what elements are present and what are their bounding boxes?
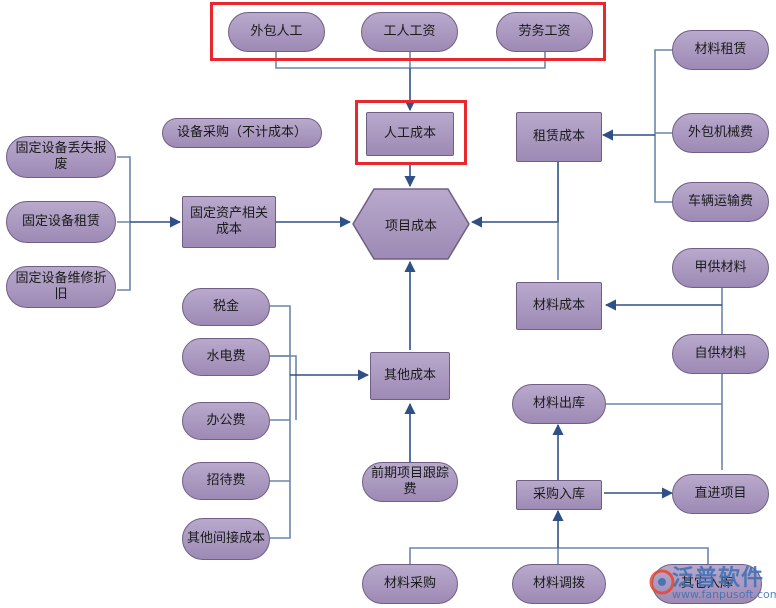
equipment-purchase-note: 设备采购（不计成本） [162, 118, 322, 148]
edge-purchase-group [409, 547, 709, 565]
client-supplied-material-node[interactable]: 甲供材料 [672, 248, 769, 288]
other-cost-node[interactable]: 其他成本 [370, 352, 450, 400]
logo-icon [649, 569, 675, 595]
logo-url: www.fanpusoft.com [672, 588, 776, 601]
material-purchase-node[interactable]: 材料采购 [362, 564, 458, 604]
outsourced-labor-node[interactable]: 外包人工 [228, 12, 325, 52]
rental-cost-node[interactable]: 租赁成本 [516, 112, 602, 162]
material-outbound-node[interactable]: 材料出库 [512, 384, 606, 424]
project-cost-node[interactable]: 项目成本 [352, 188, 470, 260]
direct-to-project-node[interactable]: 直进项目 [672, 474, 769, 514]
edge-rental-group [654, 49, 672, 203]
edge-other-group [270, 305, 291, 539]
self-supplied-material-node[interactable]: 自供材料 [672, 334, 769, 374]
utilities-node[interactable]: 水电费 [182, 338, 270, 376]
pre-project-tracking-node[interactable]: 前期项目跟踪费 [362, 462, 458, 502]
other-indirect-cost-node[interactable]: 其他间接成本 [182, 518, 270, 560]
labor-service-wages-node[interactable]: 劳务工资 [496, 12, 593, 52]
office-expense-node[interactable]: 办公费 [182, 402, 270, 440]
edge-fixed-group [117, 156, 131, 291]
tax-node[interactable]: 税金 [182, 288, 270, 326]
fixed-equipment-rental-node[interactable]: 固定设备租赁 [6, 201, 116, 243]
fixed-equipment-repair-node[interactable]: 固定设备维修折旧 [6, 266, 116, 308]
material-rental-node[interactable]: 材料租赁 [672, 30, 769, 70]
fixed-equipment-loss-node[interactable]: 固定设备丢失报废 [6, 136, 116, 178]
vehicle-transport-node[interactable]: 车辆运输费 [672, 182, 769, 222]
logo-name: 泛普软件 [672, 565, 765, 591]
labor-cost-highlight [355, 100, 467, 165]
labor-cost-node[interactable]: 人工成本 [366, 112, 454, 156]
worker-wages-node[interactable]: 工人工资 [361, 12, 458, 52]
fixed-asset-cost-node[interactable]: 固定资产相关成本 [182, 196, 276, 248]
purchase-inbound-node[interactable]: 采购入库 [516, 480, 602, 510]
entertainment-node[interactable]: 招待费 [182, 462, 270, 500]
edge-rental-to-project [470, 162, 559, 228]
material-transfer-node[interactable]: 材料调拨 [512, 564, 606, 604]
edge-other-bracket2 [270, 355, 297, 420]
material-cost-node[interactable]: 材料成本 [516, 282, 602, 330]
hexagon-shape [352, 188, 470, 260]
outsourced-machinery-node[interactable]: 外包机械费 [672, 113, 769, 153]
labor-group-highlight [210, 2, 606, 61]
